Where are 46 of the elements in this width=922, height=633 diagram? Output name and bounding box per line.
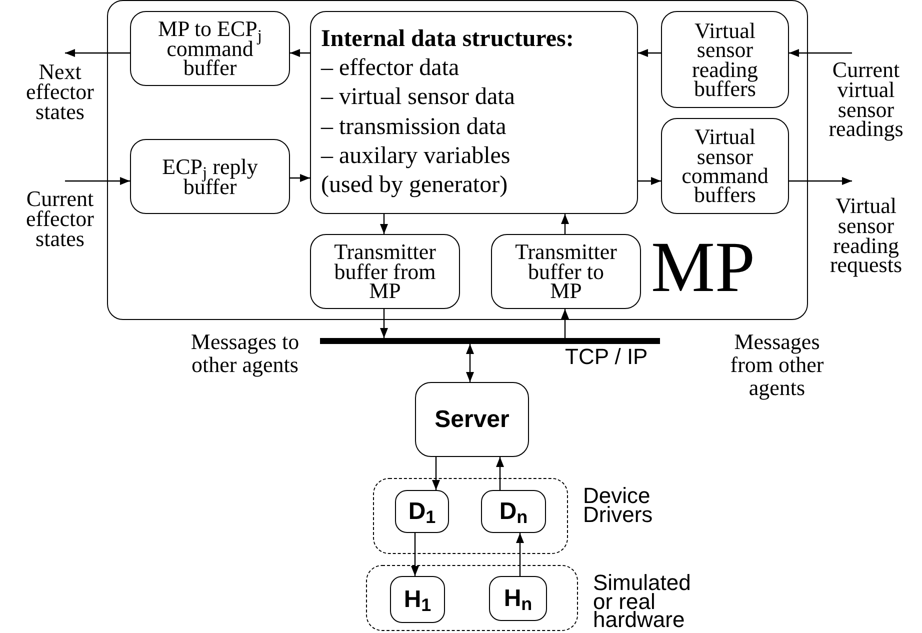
buffer-box: Virtual sensor reading buffers	[661, 11, 789, 108]
message-label: Messages from other agents	[729, 330, 825, 400]
buffer-box: ECP$_{j}$ reply buffer	[130, 139, 290, 214]
signal-label: Virtual sensor reading requests	[812, 196, 920, 301]
signal-label: Current effector states	[5, 189, 115, 269]
list-item: – virtual sensor data	[321, 83, 516, 112]
component-box: H$_{n}$	[489, 576, 547, 621]
buffer-box: Transmitter buffer to MP	[491, 234, 641, 309]
arrow	[290, 49, 310, 57]
buffer-box: Virtual sensor command buffers	[661, 118, 789, 214]
group-label: Simulated or real hardware	[593, 574, 692, 630]
signal-label: Next effector states	[5, 62, 115, 142]
buffer-box: Transmitter buffer from MP	[310, 234, 460, 309]
component-box: D$_{1}$	[395, 490, 449, 533]
list-item: – transmission data	[321, 112, 508, 142]
module-label: MP	[650, 231, 755, 303]
component-box: H$_{1}$	[390, 576, 445, 623]
arrow	[496, 457, 504, 490]
arrow	[432, 457, 440, 490]
component-box: D$_{n}$	[481, 490, 546, 533]
signal-label: Current virtual sensor readings	[812, 60, 920, 165]
list-item: (used by generator)	[321, 171, 509, 200]
arrow	[290, 174, 310, 182]
arrow	[411, 533, 419, 576]
buffer-box: MP to ECP$_{j}$ command buffer	[130, 11, 290, 86]
arrow	[380, 309, 388, 338]
arrow	[516, 533, 524, 576]
data-structures-box	[310, 11, 638, 214]
server-box: Server	[415, 382, 529, 457]
arrow	[789, 49, 852, 57]
arrow	[561, 214, 569, 234]
arrow	[466, 344, 474, 382]
arrow	[380, 214, 388, 234]
group-label: Device Drivers	[583, 487, 654, 524]
module-frame	[107, 0, 808, 320]
box-heading: Internal data structures:	[321, 24, 575, 54]
arrow	[65, 49, 130, 57]
arrow	[638, 49, 661, 57]
arrow	[65, 177, 130, 185]
arrow	[638, 177, 661, 185]
arrow	[789, 177, 852, 185]
arrow	[561, 309, 569, 338]
list-item: – effector data	[321, 54, 460, 83]
list-item: – auxilary variables	[321, 142, 512, 171]
message-label: Messages to other agents	[190, 330, 300, 376]
network-label: TCP / IP	[565, 346, 648, 368]
